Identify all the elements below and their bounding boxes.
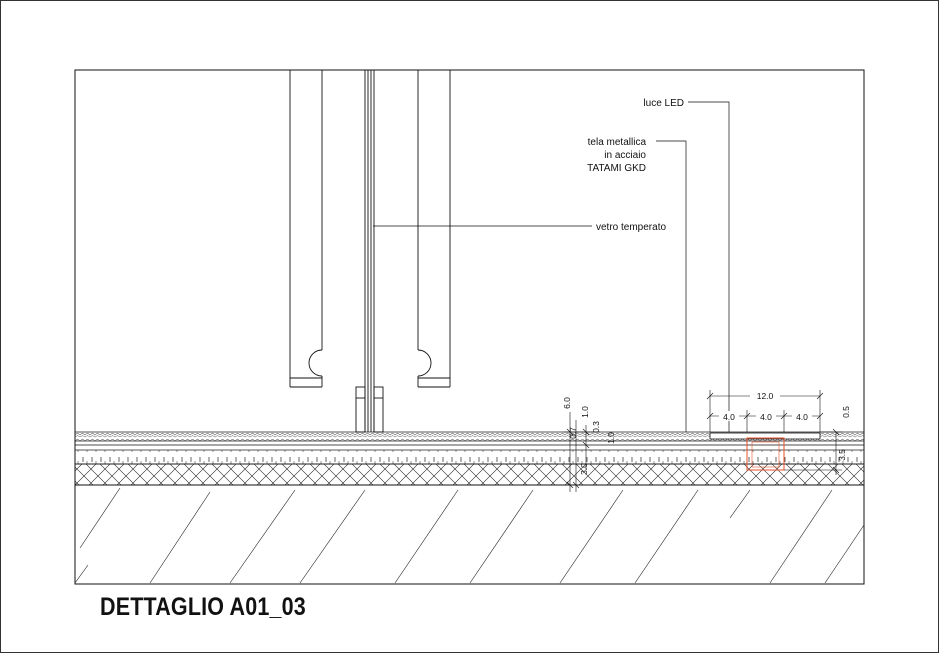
finish-layer [74,431,865,442]
dim-0-3: 0.3 [591,421,601,433]
layer-dimensions [564,412,600,492]
tela-label-line2: in acciaio [604,150,646,161]
detail-title: DETTAGLIO A01_03 [100,593,306,621]
dim-3-0: 3.0 [579,463,589,475]
d4a-bg [719,411,739,421]
slab-hatch [75,487,864,584]
leader-lines [373,101,730,432]
dim-4-c: 4.0 [796,412,808,422]
d4c-bg [792,411,812,421]
dim-0-7: 0.7 [568,427,578,439]
led-channel [709,432,821,471]
dim-1-0-b: 1.0 [606,432,616,444]
dim-0-5: 0.5 [841,406,851,418]
luce-led-label: luce LED [643,98,684,109]
vetro-label: vetro temperato [596,222,666,233]
d4b-bg [756,411,776,421]
drawing-frame [74,69,865,585]
tela-label-line3: TATAMI GKD [587,163,646,174]
dim-4-b: 4.0 [760,412,772,422]
glass-partition [289,70,451,433]
dim-12: 12.0 [757,391,774,401]
tela-label-line1: tela metallica [588,137,647,148]
dim-4-a: 4.0 [723,412,735,422]
dim-3-5: 3.5 [837,449,847,461]
dim-6-0: 6.0 [562,397,572,409]
insulation-layer [74,463,865,486]
floor-layers [74,431,865,584]
dim-1-0-a: 1.0 [580,406,590,418]
screed-layer [74,449,865,465]
d12-bg [750,390,780,401]
